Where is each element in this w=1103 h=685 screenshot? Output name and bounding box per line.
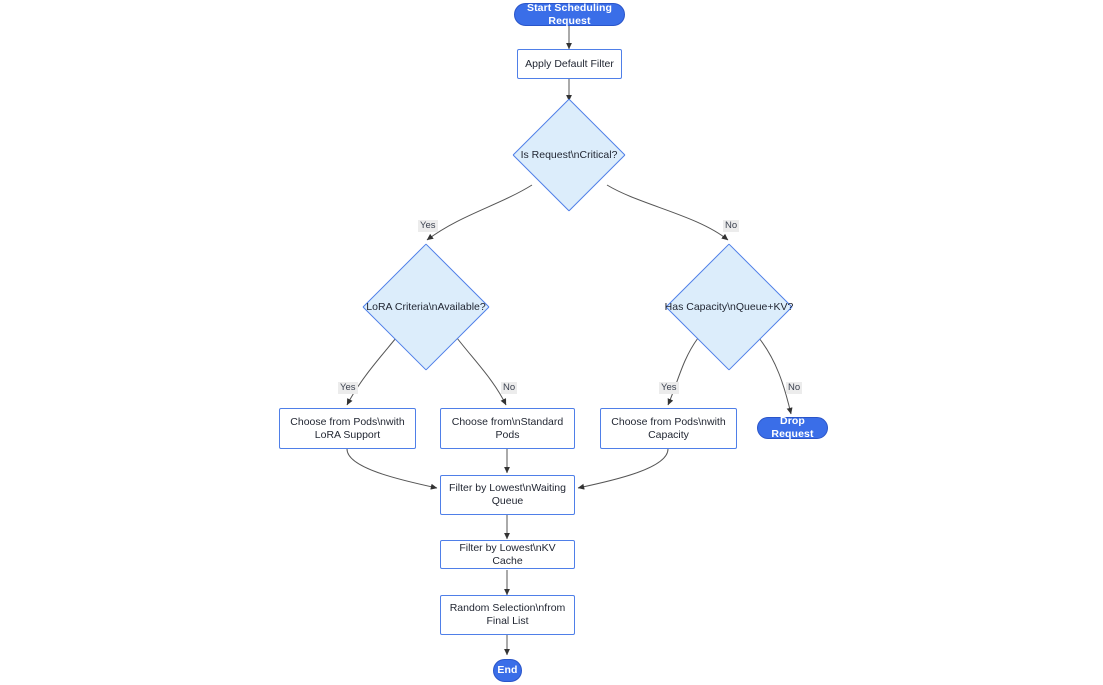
- node-filter-waiting-queue[interactable]: Filter by Lowest\nWaiting Queue: [440, 475, 575, 515]
- node-choose-standard-pods-label: Choose from\nStandard Pods: [451, 415, 564, 441]
- node-choose-standard-pods[interactable]: Choose from\nStandard Pods: [440, 408, 575, 449]
- node-end[interactable]: End: [493, 659, 522, 682]
- node-choose-capacity-pods-label: Choose from Pods\nwith Capacity: [611, 415, 726, 441]
- node-apply-default-filter[interactable]: Apply Default Filter: [517, 49, 622, 79]
- node-filter-kv-cache[interactable]: Filter by Lowest\nKV Cache: [440, 540, 575, 569]
- node-choose-lora-pods-label: Choose from Pods\nwith LoRA Support: [290, 415, 405, 441]
- node-start-label: Start Scheduling Request: [526, 1, 613, 27]
- edge-capacity-yes-to-choose-capacity-pods: [667, 337, 699, 406]
- node-filter-kv-cache-label: Filter by Lowest\nKV Cache: [459, 541, 556, 567]
- edge-choose-lora-pods-to-filter-waiting-queue: [346, 448, 438, 490]
- edge-label-lora-no-text: No: [503, 382, 516, 393]
- node-is-request-critical-label: Is Request\nCritical?: [520, 148, 618, 161]
- node-random-selection[interactable]: Random Selection\nfrom Final List: [440, 595, 575, 635]
- node-lora-criteria-available[interactable]: LoRA Criteria\nAvailable?: [362, 243, 490, 371]
- node-drop-request-label: Drop Request: [771, 415, 814, 440]
- edge-label-critical-yes-text: Yes: [420, 220, 436, 231]
- node-choose-lora-pods[interactable]: Choose from Pods\nwith LoRA Support: [279, 408, 416, 449]
- edge-label-lora-yes: Yes: [338, 382, 358, 394]
- node-lora-criteria-available-label: LoRA Criteria\nAvailable?: [366, 300, 486, 313]
- node-has-capacity-label: Has Capacity\nQueue+KV?: [664, 300, 794, 313]
- edge-label-capacity-no-text: No: [788, 382, 801, 393]
- node-start[interactable]: Start Scheduling Request: [514, 1, 625, 27]
- edge-label-capacity-no: No: [786, 382, 803, 394]
- edge-label-critical-no: No: [723, 220, 740, 232]
- edge-label-critical-yes: Yes: [418, 220, 438, 232]
- edge-label-capacity-yes: Yes: [659, 382, 679, 394]
- edge-critical-no-to-has-capacity: [606, 184, 729, 241]
- edge-critical-yes-to-lora-criteria: [426, 184, 533, 241]
- node-is-request-critical[interactable]: Is Request\nCritical?: [512, 98, 626, 212]
- edge-label-capacity-yes-text: Yes: [661, 382, 677, 393]
- edge-choose-capacity-pods-to-filter-waiting-queue: [577, 448, 669, 490]
- node-drop-request[interactable]: Drop Request: [757, 415, 828, 440]
- edge-lora-no-to-choose-standard-pods: [456, 337, 507, 406]
- node-has-capacity[interactable]: Has Capacity\nQueue+KV?: [665, 243, 793, 371]
- edge-label-lora-no: No: [501, 382, 518, 394]
- node-filter-waiting-queue-label: Filter by Lowest\nWaiting Queue: [449, 482, 566, 507]
- edge-capacity-no-to-drop-request: [758, 337, 793, 415]
- edge-label-critical-no-text: No: [725, 220, 738, 231]
- edge-lora-yes-to-choose-lora-pods: [346, 337, 397, 406]
- node-end-label: End: [497, 664, 518, 676]
- node-choose-capacity-pods[interactable]: Choose from Pods\nwith Capacity: [600, 408, 737, 449]
- edge-label-lora-yes-text: Yes: [340, 382, 356, 393]
- node-apply-default-filter-label: Apply Default Filter: [525, 57, 614, 70]
- node-random-selection-label: Random Selection\nfrom Final List: [449, 602, 566, 627]
